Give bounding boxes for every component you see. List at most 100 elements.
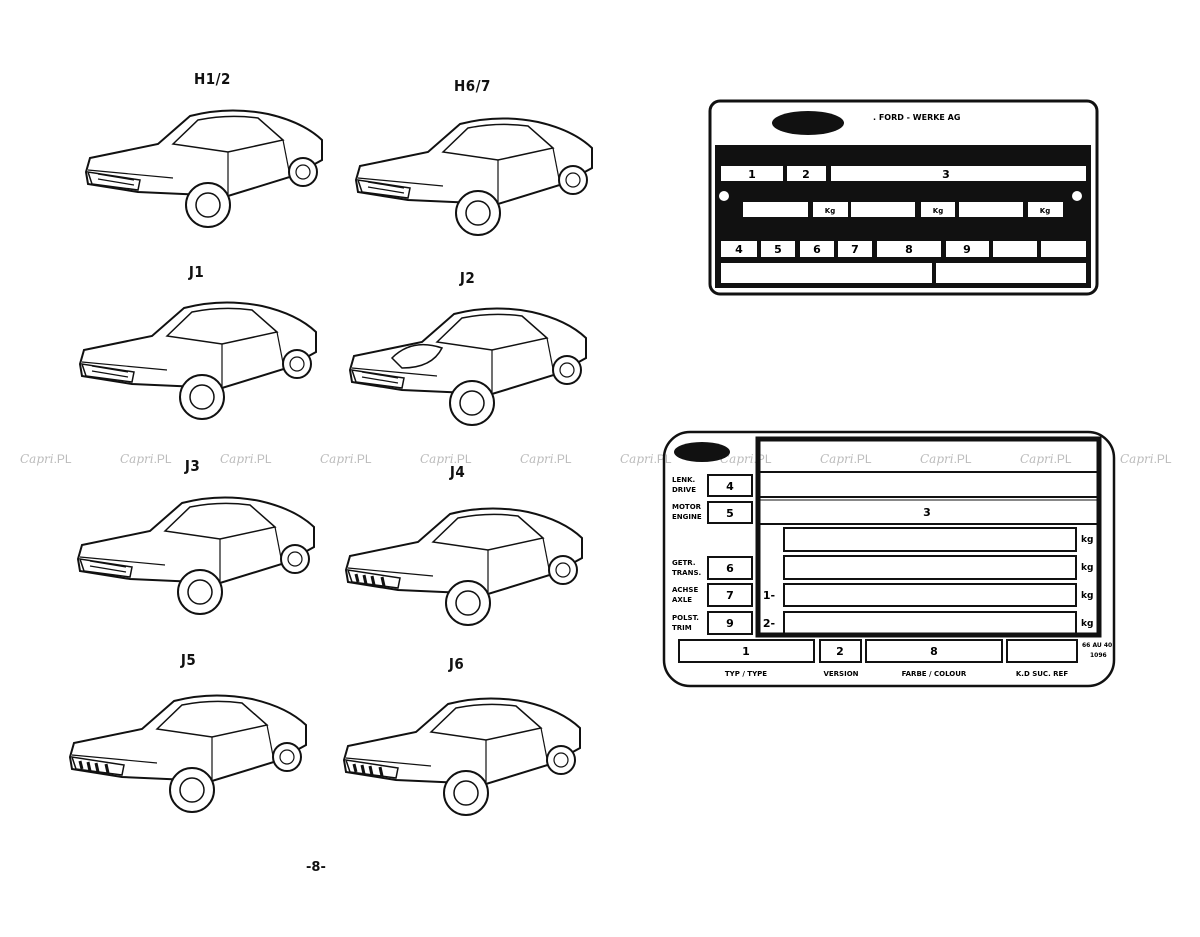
plate-text: ACHSE <box>672 586 698 594</box>
maker-text: . FORD - WERKE AG <box>873 113 960 122</box>
watermark-script: Capri <box>220 452 254 466</box>
car-drawing <box>354 117 593 236</box>
watermark-text: Capri.PL <box>820 452 872 466</box>
car-illustration-j6 <box>336 688 586 823</box>
plate-text: MOTOR <box>672 503 702 511</box>
ford-logo-icon <box>772 111 844 135</box>
plate-text: 2- <box>763 617 775 630</box>
watermark-suffix: .PL <box>153 452 172 466</box>
watermark-script: Capri <box>420 452 454 466</box>
watermark-text: Capri.PL <box>920 452 972 466</box>
watermark-script: Capri <box>820 452 854 466</box>
mounting-hole-icon <box>1072 191 1082 201</box>
plate-text: 3 <box>942 168 950 181</box>
plate-text: TRIM <box>672 624 692 632</box>
watermark-script: Capri <box>620 452 654 466</box>
plate-text: 7 <box>851 243 859 256</box>
watermark-suffix: .PL <box>953 452 972 466</box>
plate-text: 9 <box>963 243 971 256</box>
plate-text: 1- <box>763 589 775 602</box>
watermark-script: Capri <box>320 452 354 466</box>
watermark-suffix: .PL <box>453 452 472 466</box>
plate-text: 9 <box>726 617 734 630</box>
plate-text: K.D SUC. REF <box>1016 670 1068 678</box>
page-number: -8- <box>306 860 326 875</box>
watermark-text: Capri.PL <box>420 452 472 466</box>
vehicle-label-j3: J3 <box>184 457 201 475</box>
plate-text: 2 <box>802 168 810 181</box>
car-illustration-j5 <box>62 685 312 820</box>
car-illustration-h6-7 <box>348 108 598 243</box>
plate-text: 7 <box>726 589 734 602</box>
watermark-text: Capri.PL <box>720 452 772 466</box>
plate-text: 4 <box>735 243 743 256</box>
watermark-script: Capri <box>920 452 954 466</box>
plate-text: 1 <box>742 645 750 658</box>
plate-text: FARBE / COLOUR <box>902 670 967 678</box>
plate-text: 8 <box>905 243 913 256</box>
plate-text: GETR. <box>672 559 695 567</box>
plate-text: TRANS. <box>672 569 701 577</box>
vehicle-label-j6: J6 <box>448 655 465 673</box>
car-drawing <box>84 109 323 228</box>
plate-text: ENGINE <box>672 513 702 521</box>
vehicle-label-j5: J5 <box>180 651 197 669</box>
plate-text: kg <box>1081 591 1093 601</box>
watermark-suffix: .PL <box>1053 452 1072 466</box>
plate-text: AXLE <box>672 596 692 604</box>
plate-text: kg <box>1081 535 1093 545</box>
plate-text: POLST. <box>672 614 699 622</box>
watermark-text: Capri.PL <box>1020 452 1072 466</box>
watermark-suffix: .PL <box>53 452 72 466</box>
watermark-text: Capri.PL <box>120 452 172 466</box>
watermark-suffix: .PL <box>753 452 772 466</box>
car-illustration-h1-2 <box>78 100 328 235</box>
watermark-text: Capri.PL <box>620 452 672 466</box>
watermark-text: Capri.PL <box>520 452 572 466</box>
plate-text: 1096 <box>1090 652 1107 659</box>
plate-text: 6 <box>726 562 734 575</box>
plate-text: Kg <box>1040 207 1050 215</box>
watermark-suffix: .PL <box>1153 452 1172 466</box>
watermark-text: Capri.PL <box>220 452 272 466</box>
watermark-suffix: .PL <box>653 452 672 466</box>
watermark-text: Capri.PL <box>320 452 372 466</box>
watermark-suffix: .PL <box>253 452 272 466</box>
car-drawing <box>342 697 581 816</box>
plate-text: Kg <box>933 207 943 215</box>
plate-text: 4 <box>726 480 734 493</box>
plate-text: 2 <box>836 645 844 658</box>
mounting-hole-icon <box>719 191 729 201</box>
plate-text: 6 <box>813 243 821 256</box>
watermark-script: Capri <box>1020 452 1054 466</box>
car-illustration-j2 <box>342 298 592 433</box>
vehicle-label-h1-2: H1/2 <box>194 70 231 88</box>
plate-text: 3 <box>923 506 931 519</box>
watermark-script: Capri <box>720 452 754 466</box>
car-drawing <box>78 301 317 420</box>
car-drawing <box>76 496 315 615</box>
plate-text: Kg <box>825 207 835 215</box>
car-illustration-j3 <box>70 487 320 622</box>
vehicle-label-h6-7: H6/7 <box>454 77 491 95</box>
plate-text: TYP / TYPE <box>725 670 767 678</box>
vehicle-label-j2: J2 <box>459 269 476 287</box>
car-drawing <box>344 507 583 626</box>
watermark-suffix: .PL <box>353 452 372 466</box>
plate-text: LENK. <box>672 476 695 484</box>
watermark-text: Capri.PL <box>1120 452 1172 466</box>
vehicle-label-j1: J1 <box>188 263 205 281</box>
plate-text: DRIVE <box>672 486 696 494</box>
plate-text: 5 <box>774 243 782 256</box>
car-drawing <box>68 694 307 813</box>
watermark-suffix: .PL <box>553 452 572 466</box>
plate-text: 66 AU 40 <box>1082 642 1112 649</box>
watermark-script: Capri <box>1120 452 1154 466</box>
plate-text: 1 <box>748 168 756 181</box>
watermark-suffix: .PL <box>853 452 872 466</box>
car-illustration-j4 <box>338 498 588 633</box>
plate-text: kg <box>1081 563 1093 573</box>
watermark-script: Capri <box>20 452 54 466</box>
watermark-script: Capri <box>120 452 154 466</box>
plate-text: VERSION <box>823 670 858 678</box>
